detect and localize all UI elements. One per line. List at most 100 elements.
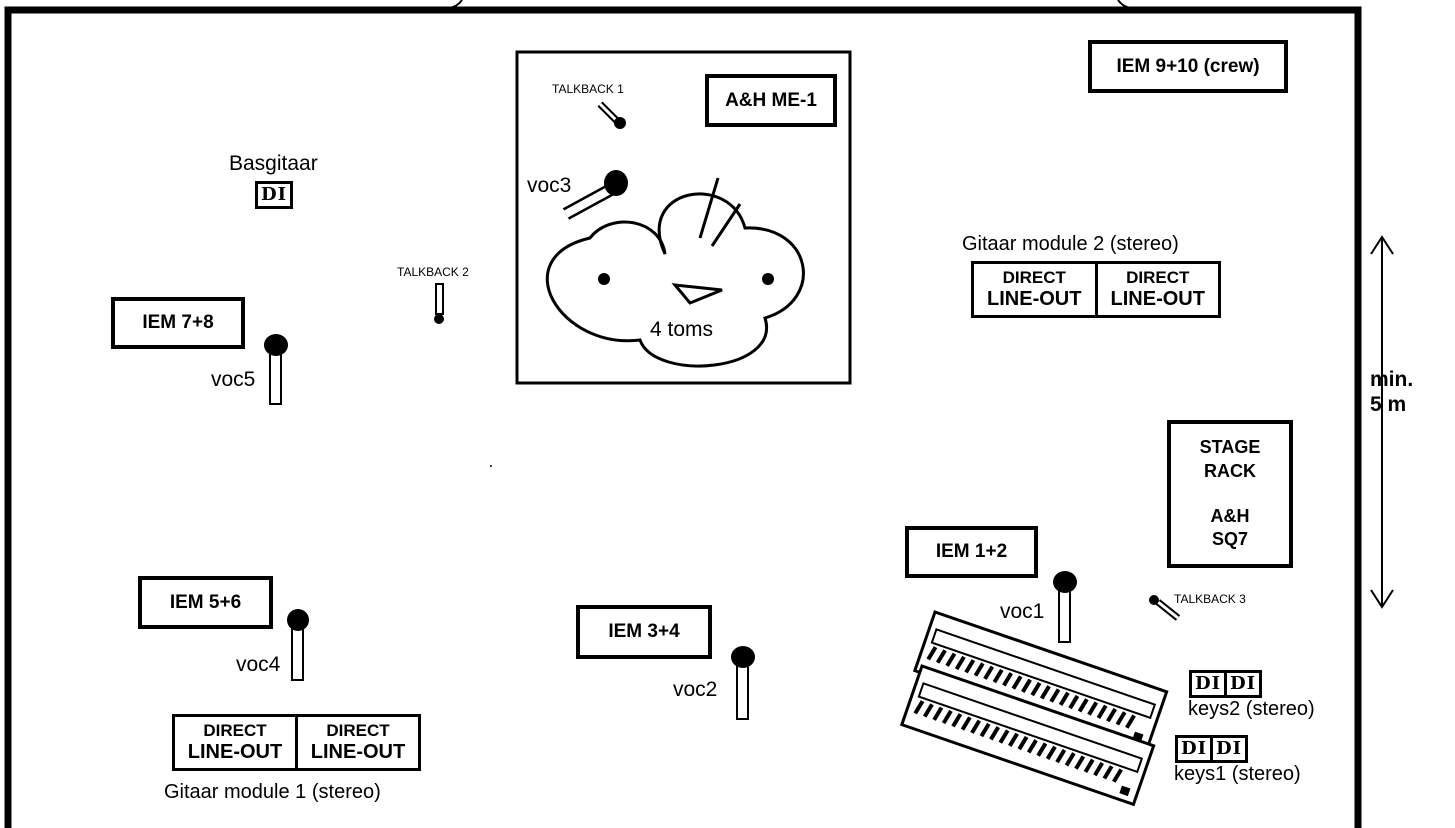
stage-rack-box: STAGE RACK A&H SQ7 [1167,420,1293,568]
output-top-label: DIRECT [203,721,267,741]
rack-line-2: RACK [1204,460,1256,481]
keyboard-key [989,726,1000,741]
keyboard-key [1055,748,1067,764]
talkback-1-mic [597,101,626,129]
voc5-mic [264,334,288,405]
toms-label: 4 toms [650,318,714,341]
keyboard-key [1077,698,1089,713]
talkback-2-mic [434,283,444,324]
guitar-module-1-label: Gitaar module 1 (stereo) [164,781,381,803]
voc4-mic [287,609,309,681]
stray-dot [490,465,492,467]
keyboard-key [1045,745,1057,760]
keyboard-keys1 [899,664,1156,807]
keyboard-key [1039,685,1051,700]
guitar-1-output-left: DIRECT LINE-OUT [175,717,295,768]
voc3-label: voc3 [527,174,572,197]
rack-line-4: SQ7 [1211,529,1249,550]
bass-di: DI [255,181,294,209]
dimension-line-1: min. [1370,368,1414,391]
keyboard-key [1068,694,1080,710]
drum-riser [515,50,852,385]
iem-7-8-box: IEM 7+8 [111,297,245,349]
keyboard-key [932,706,944,721]
keyboard-key [979,722,991,738]
keyboard-key [983,665,995,680]
keyboard-key [1102,765,1114,780]
keyboard-key [935,649,947,664]
top-bracket-left [449,0,463,9]
keyboard-key [1008,732,1019,747]
keyboard-key [951,713,963,728]
keyboard-key [1036,742,1048,757]
rack-line-1: STAGE [1199,437,1261,458]
output-bottom-label: LINE-OUT [987,287,1082,310]
iem-9-10-box: IEM 9+10 (crew) [1088,40,1288,93]
output-bottom-label: LINE-OUT [187,740,283,763]
keyboard-key [960,716,972,731]
keyboard-key [941,709,953,725]
talkback-2-label: TALKBACK 2 [397,265,469,279]
keys1-di-left: DI [1175,735,1214,763]
keyboard-key [1083,758,1095,774]
keyboard-key [1002,672,1013,687]
output-bottom-label: LINE-OUT [310,740,406,763]
keyboard-key [1096,704,1108,720]
toms-drawing [545,177,805,368]
output-bottom-label: LINE-OUT [1110,287,1205,310]
keyboard-key [1049,688,1061,703]
talkback-1-label: TALKBACK 1 [552,82,624,96]
keyboard-key [998,729,1010,744]
guitar-2-output-right: DIRECT LINE-OUT [1094,264,1219,315]
keys2-di-left: DI [1189,670,1228,698]
keyboard-key [1115,711,1127,726]
bass-label: Basgitaar [229,152,318,175]
stage-border [4,6,1362,828]
voc2-mic [731,646,755,720]
keyboard-key [926,646,938,661]
keyboard-key [1087,701,1099,716]
keys1-di-box: DI DI [1175,735,1249,763]
output-top-label: DIRECT [1126,268,1190,288]
keys2-di-right: DI [1227,670,1263,698]
talkback-3-label: TALKBACK 3 [1174,592,1246,606]
keyboard-key [1125,714,1136,729]
keys2-di-box: DI DI [1189,670,1263,698]
keyboard-key [992,668,1004,684]
keyboard-key [1064,752,1076,767]
guitar-module-2-label: Gitaar module 2 (stereo) [962,233,1179,255]
keyboard-key [1106,707,1117,723]
keyboard-key [970,719,982,734]
keyboard-key [954,655,966,671]
dimension-line-2: 5 m [1370,393,1407,417]
keyboard-key [1058,691,1070,706]
drum-mixer-box: A&H ME-1 [705,74,837,127]
iem-3-4-box: IEM 3+4 [576,605,712,659]
dimension-label: min. 5 m [1370,367,1413,417]
keyboard-key [922,703,934,718]
keys2-label: keys2 (stereo) [1188,698,1315,720]
keyboard-key [1074,755,1086,770]
keyboard-key [1021,678,1032,693]
keys1-label: keys1 (stereo) [1174,763,1301,785]
keyboard-key [1026,739,1038,754]
keyboard-key [973,662,985,677]
keyboard-key [913,700,925,715]
guitar-module-2-outputs: DIRECT LINE-OUT DIRECT LINE-OUT [971,261,1221,318]
talkback-3-mic [1149,595,1181,621]
guitar-2-output-left: DIRECT LINE-OUT [974,264,1095,315]
voc1-label: voc1 [1000,600,1045,623]
keyboard-key [1030,681,1042,697]
voc5-label: voc5 [211,368,256,391]
keyboard-keys2 [912,610,1169,753]
bass-di-box: DI [255,181,294,209]
iem-5-6-box: IEM 5+6 [138,576,273,629]
voc4-label: voc4 [236,653,281,676]
keyboard-key [1017,735,1029,751]
voc3-mic [562,170,628,220]
guitar-1-output-right: DIRECT LINE-OUT [295,717,418,768]
keyboard-key [1093,761,1104,777]
top-bracket-right [1117,0,1131,9]
output-top-label: DIRECT [326,721,390,741]
